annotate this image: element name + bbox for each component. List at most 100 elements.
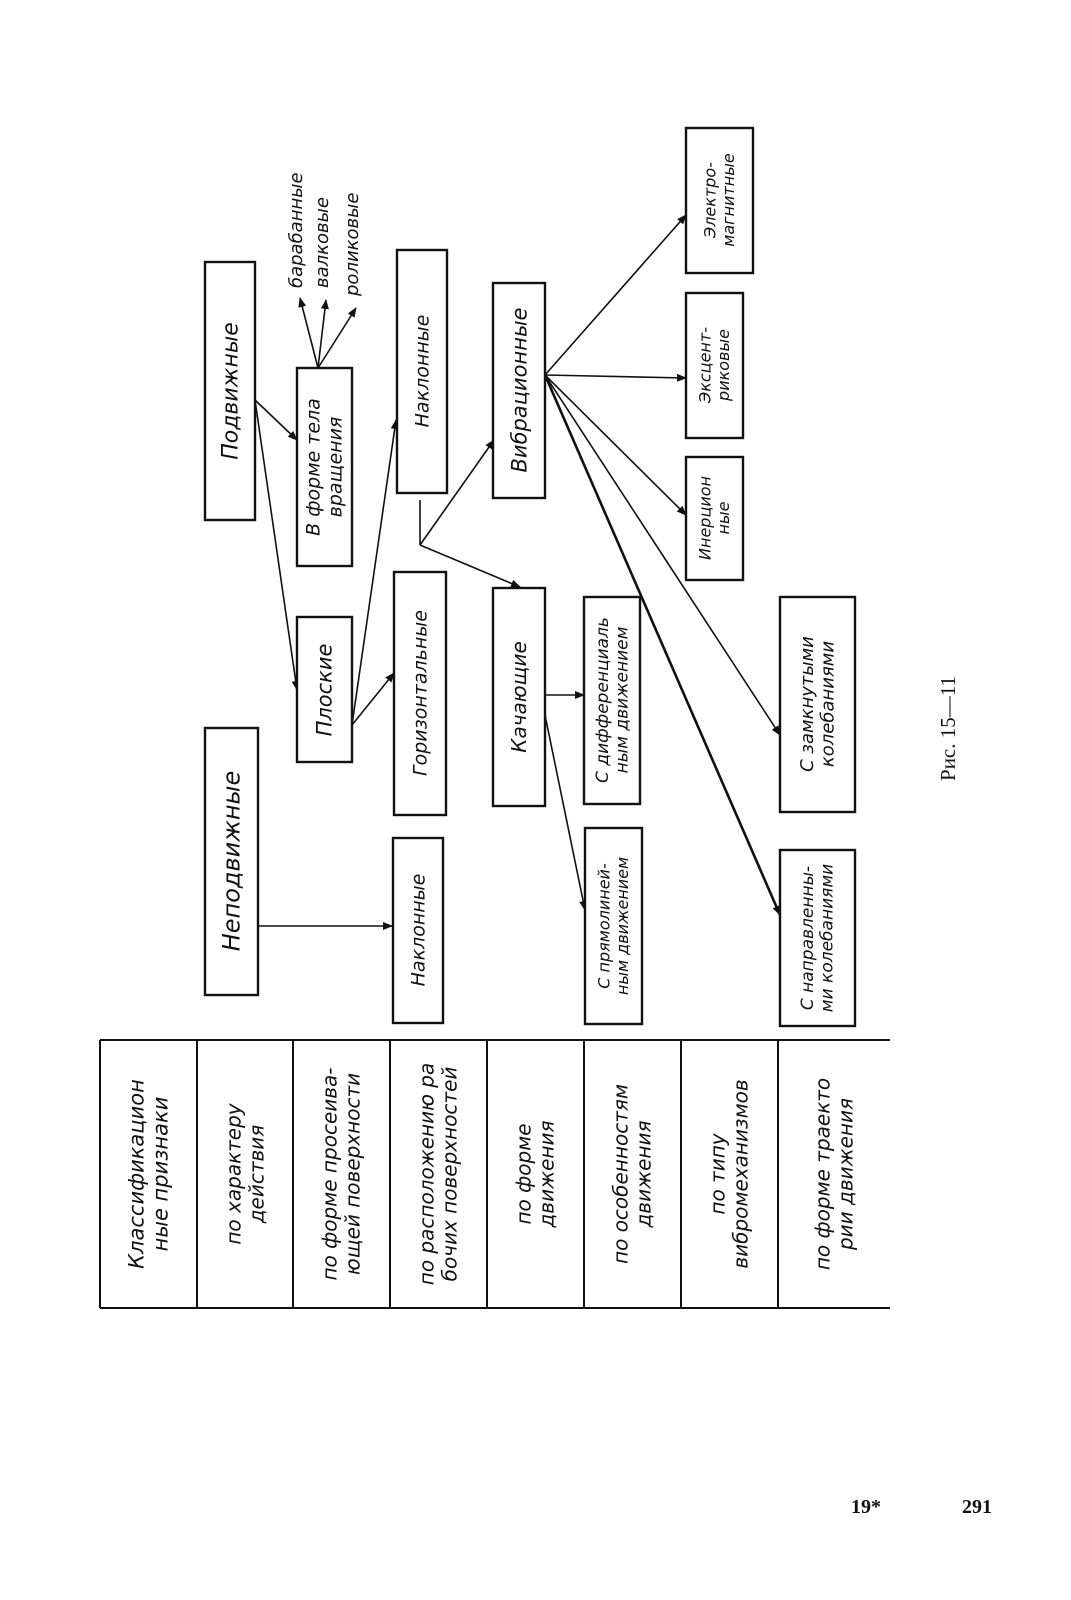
node-n14-box <box>684 126 755 275</box>
edge-n4-n6 <box>351 672 395 726</box>
criteria-table <box>99 1039 890 1309</box>
node-n3-label-line: Наклонные <box>408 874 430 987</box>
criteria-c6-line: по типу <box>706 1132 730 1214</box>
edge-n8-n10 <box>544 714 588 911</box>
criteria-c5-line: по особенностям <box>609 1084 633 1264</box>
node-n14-label-line: магнитные <box>719 153 738 247</box>
node-n11-label-line: ным движением <box>613 626 633 773</box>
figure-caption-text: Рис. 15—11 <box>935 675 960 781</box>
edge-n9-n14 <box>544 214 687 376</box>
node-n5-label-line: В форме тела <box>303 398 325 536</box>
figure-caption: Рис. 15—11 <box>930 648 966 808</box>
node-n16-label-line: С направленны- <box>798 866 818 1010</box>
edge-n9-n15 <box>544 374 781 736</box>
criteria-c4-line: движения <box>535 1120 559 1228</box>
node-n2-box <box>203 260 257 522</box>
node-n6-label-line: Горизонтальные <box>410 610 432 776</box>
node-n12-label-line: ные <box>714 501 733 534</box>
node-n10-label-line: С прямолиней- <box>594 863 613 989</box>
node-n2-label: Подвижные <box>219 322 244 460</box>
edge-n5-drum <box>298 297 319 369</box>
criteria-c1-line: по характеру <box>222 1102 246 1244</box>
node-n4-label-line: Плоские <box>312 644 336 737</box>
page-marker: 19* <box>851 1496 881 1518</box>
node-n2-label-line: Подвижные <box>219 322 244 460</box>
edge-n6-n8 <box>419 544 521 588</box>
node-n6-box <box>392 570 448 817</box>
node-n5-box <box>295 366 354 568</box>
node-n6-label: Горизонтальные <box>410 610 432 776</box>
node-n16-box <box>778 848 857 1028</box>
node-n16-label-line: ми колебаниями <box>818 864 838 1012</box>
rotor-type-label: валковые <box>312 197 333 288</box>
criteria-c4-line: по форме <box>512 1123 536 1224</box>
node-n5-label-line: вращения <box>325 417 347 518</box>
criteria-c6-line: вибромеханизмов <box>729 1079 753 1268</box>
node-n10-box <box>583 826 644 1026</box>
edge-n5-roller <box>317 307 357 369</box>
criteria-c1-line: действия <box>245 1125 269 1225</box>
node-n9-label: Вибрационные <box>507 308 531 473</box>
page-number: 291 <box>962 1496 992 1518</box>
edge-n9-n16 <box>543 374 782 916</box>
criteria-c7-line: рии движения <box>834 1098 858 1251</box>
node-n10-label-line: ным движением <box>613 857 632 995</box>
node-n3-label: Наклонные <box>408 874 430 987</box>
node-n8-label: Качающие <box>507 641 531 753</box>
criteria-header-line: ные признаки <box>148 1097 172 1252</box>
criteria-c3-line: бочих поверхностей <box>438 1067 462 1282</box>
node-n13-label: Эксцент-риковые <box>695 327 732 404</box>
node-n3-box <box>391 836 445 1025</box>
node-n15-label-line: С замкнутыми <box>797 636 818 772</box>
rotor-type-label: роликовые <box>342 193 363 297</box>
node-n1-label-line: Неподвижные <box>217 771 245 952</box>
criteria-c5-line: движения <box>632 1120 656 1228</box>
node-n1-box <box>203 726 260 997</box>
criteria-c2-line: по форме просеива- <box>318 1067 342 1280</box>
node-n4-box <box>295 615 354 764</box>
criteria-c2-line: ющей поверхности <box>341 1073 365 1275</box>
node-n13-box <box>684 291 745 440</box>
criteria-c7-line: по форме траекто <box>811 1078 835 1270</box>
edges <box>254 214 782 930</box>
node-n11-label-line: С дифференциаль <box>593 617 613 783</box>
edge-n9-n12 <box>544 374 687 516</box>
node-n1-label: Неподвижные <box>217 771 245 952</box>
node-n11-box <box>582 595 642 806</box>
edge-n9-n13 <box>544 373 687 382</box>
node-n4-label: Плоские <box>312 644 336 737</box>
rotor-type-label: барабанные <box>286 172 307 288</box>
edge-n5-roll <box>317 299 329 369</box>
node-n9-label-line: Вибрационные <box>507 308 531 473</box>
node-n8-label-line: Качающие <box>507 641 531 753</box>
criteria-c2: по форме просеива-ющей поверхности <box>318 1067 365 1280</box>
node-n15-label-line: колебаниями <box>818 641 839 767</box>
node-n14-label: Электро-магнитные <box>700 153 737 247</box>
node-n16-label: С направленны-ми колебаниями <box>798 864 838 1012</box>
edge-n2-n5 <box>254 399 298 441</box>
node-n9-box <box>491 281 547 500</box>
node-n13-label-line: риковые <box>714 329 733 402</box>
node-n12-box <box>684 455 745 582</box>
node-n8-box <box>491 586 547 808</box>
criteria-header-line: Классификацион <box>124 1079 148 1269</box>
node-n13-label-line: Эксцент- <box>695 327 714 404</box>
node-n15-box <box>778 595 857 814</box>
criteria-c3-line: по расположению ра <box>415 1063 439 1286</box>
node-n12-label-line: Инерцион <box>695 476 714 560</box>
nodes <box>203 126 857 1028</box>
node-n14-label-line: Электро- <box>700 162 719 239</box>
node-n10-label: С прямолиней-ным движением <box>594 857 631 995</box>
node-n7-label: Наклонные <box>412 315 434 428</box>
node-n7-label-line: Наклонные <box>412 315 434 428</box>
